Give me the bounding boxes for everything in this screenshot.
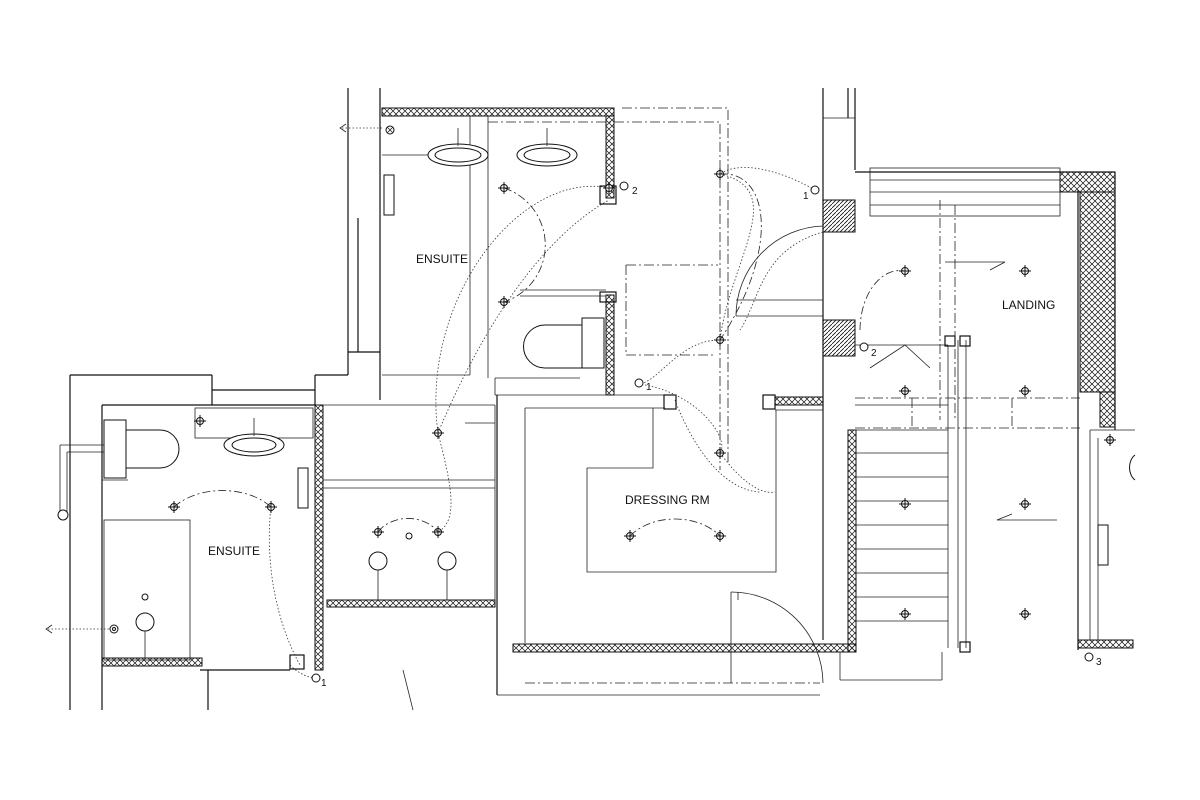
- light-point-icon: [1018, 497, 1032, 511]
- switch-tag: 1: [646, 382, 652, 393]
- walls: [69, 88, 1135, 711]
- towel-rail-icon: [383, 174, 395, 216]
- shower-icon: [135, 612, 155, 632]
- light-point-icon: [898, 497, 912, 511]
- switch-icon: [619, 181, 629, 191]
- light-point-icon: [1103, 433, 1117, 447]
- switch-tag: 2: [632, 186, 638, 197]
- light-point-icon: [898, 607, 912, 621]
- room-label-landing: LANDING: [1002, 298, 1055, 312]
- light-point-icon: [1018, 264, 1032, 278]
- room-label-ensuite-lower: ENSUITE: [208, 544, 260, 558]
- switch-icon: [311, 673, 321, 683]
- room-label-dressing: DRESSING RM: [625, 493, 710, 507]
- towel-rail-icon: [297, 467, 309, 509]
- switches: [45, 123, 1094, 683]
- light-points: [167, 167, 1117, 621]
- switch-icon: [810, 185, 820, 195]
- switch-icon: [1084, 652, 1094, 662]
- wiring: [173, 167, 906, 679]
- light-point-icon: [193, 414, 207, 428]
- towel-rail-icon: [1097, 524, 1109, 566]
- switch-tag: 1: [803, 191, 809, 202]
- ceiling-outlines: [488, 107, 1080, 684]
- wc-icon: [103, 419, 127, 479]
- switch-icon: [859, 342, 869, 352]
- switch-icon: [634, 378, 644, 388]
- light-point-icon: [1018, 607, 1032, 621]
- shower-icon: [368, 551, 388, 571]
- switch-tag: 3: [1096, 657, 1102, 668]
- wc-icon: [581, 317, 605, 369]
- light-point-icon: [898, 384, 912, 398]
- switch-tag: 1: [321, 678, 327, 689]
- fixtures: [57, 128, 1136, 658]
- door-swings: [730, 225, 824, 684]
- room-label-ensuite-upper: ENSUITE: [416, 252, 468, 266]
- switch-tag: 2: [871, 348, 877, 359]
- shower-icon: [437, 551, 457, 571]
- light-point-icon: [1018, 384, 1032, 398]
